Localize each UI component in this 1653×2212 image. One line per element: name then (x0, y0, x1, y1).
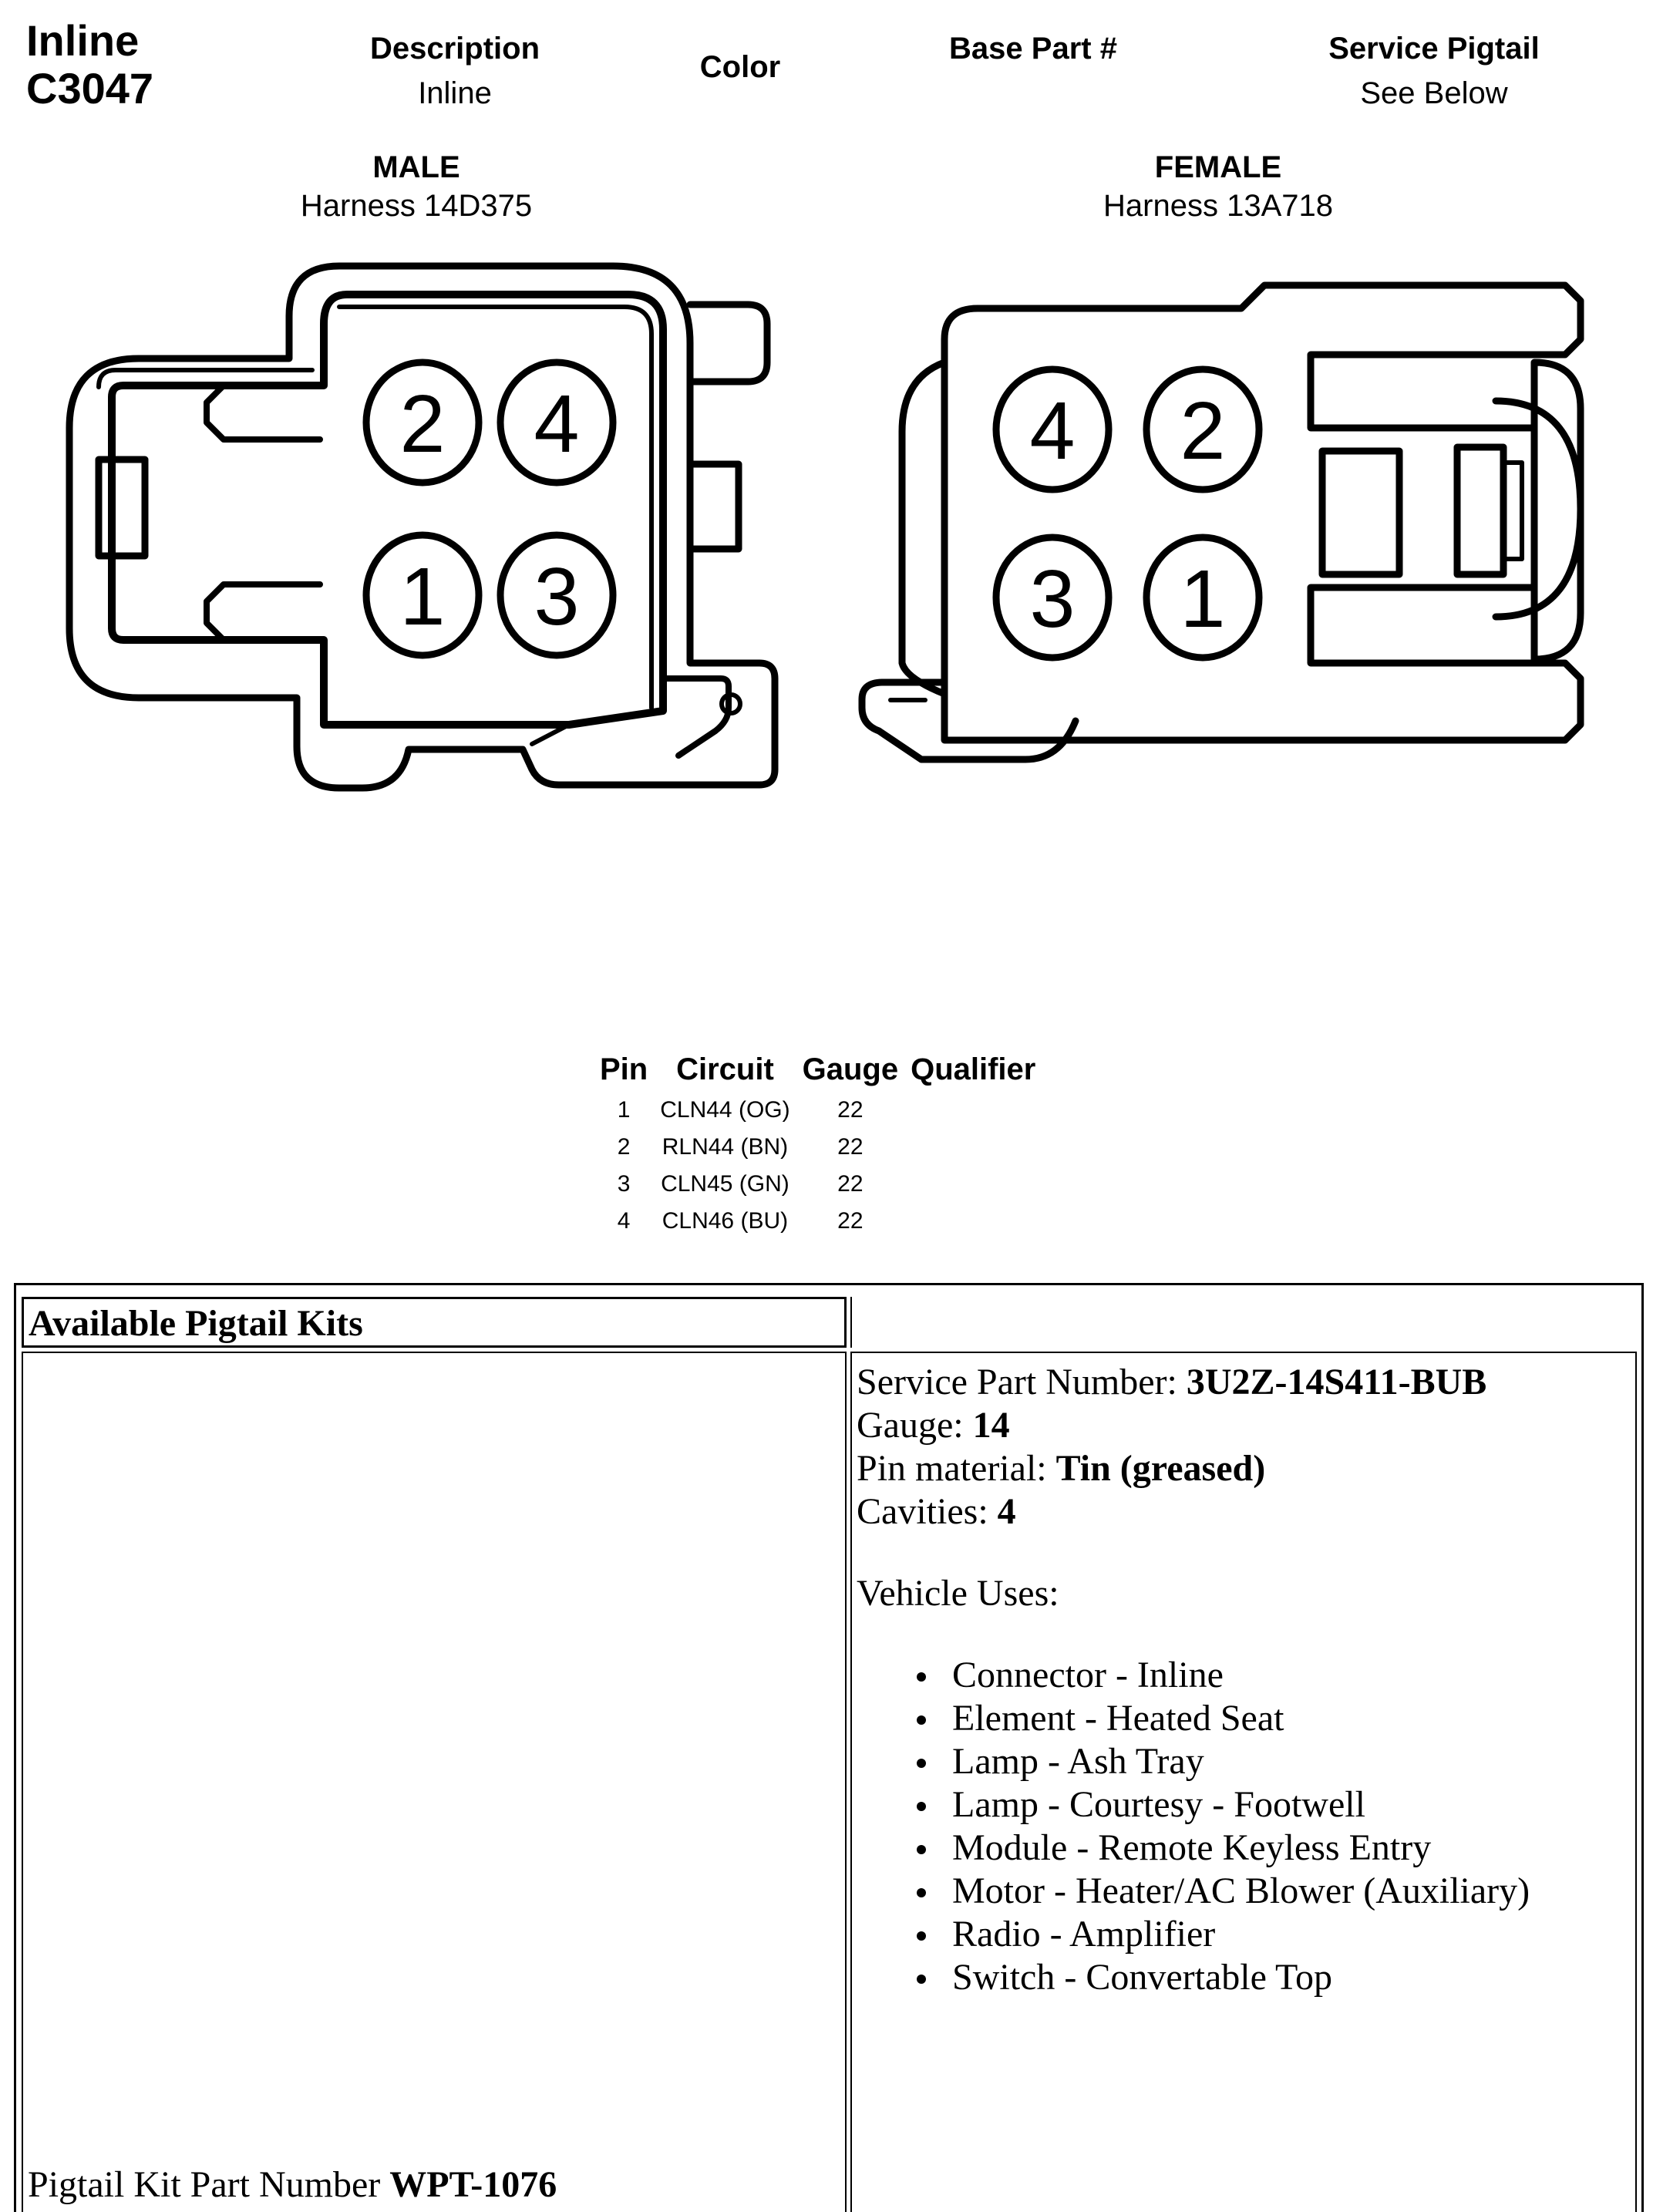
pin-material-label: Pin material: (857, 1448, 1056, 1489)
kits-title-cell: Available Pigtail Kits (22, 1297, 847, 1348)
service-part-number: Service Part Number: 3U2Z-14S411-BUB (852, 1361, 1486, 1404)
circuit-cell: RLN44 (BN) (662, 1134, 789, 1160)
table-row: 2 RLN44 (BN) 22 (594, 1129, 1042, 1166)
circuit-cell: CLN44 (OG) (660, 1097, 790, 1123)
service-pigtail-value: See Below (1360, 76, 1508, 110)
connector-drawings: 2 4 1 3 4 2 3 1 (66, 262, 1584, 792)
list-item: Connector - Inline (852, 1654, 1530, 1697)
table-row: 3 CLN45 (GN) 22 (594, 1166, 1042, 1203)
female-pin-3 (992, 534, 1113, 662)
circuit-cell: CLN46 (BU) (662, 1208, 789, 1234)
pigtail-kit-part-number: Pigtail Kit Part Number WPT-1076 (28, 2163, 557, 2206)
base-part-label: Base Part # (949, 32, 1117, 66)
male-connector-body (66, 262, 779, 792)
pigtail-kit-value: WPT-1076 (389, 2164, 557, 2205)
female-pin-cavities (992, 365, 1263, 662)
pin-cell: 2 (617, 1134, 631, 1160)
service-part-value: 3U2Z-14S411-BUB (1186, 1362, 1487, 1402)
description-column: Description Inline (339, 26, 571, 116)
cavities-label: Cavities: (857, 1491, 998, 1532)
female-connector-body (858, 281, 1584, 763)
male-pin-4 (497, 359, 617, 487)
male-pin-label: 2 (400, 379, 446, 470)
connector-id: Inline C3047 (26, 17, 153, 113)
male-pin-cavities (362, 359, 617, 659)
circuit-cell: CLN45 (GN) (661, 1171, 789, 1197)
pin-cell: 3 (617, 1171, 631, 1197)
service-pigtail-column: Service Pigtail See Below (1280, 26, 1588, 116)
female-heading: FEMALE Harness 13A718 (1064, 148, 1372, 225)
qualifier-cell (904, 1203, 1042, 1240)
kit-details-cell: Service Part Number: 3U2Z-14S411-BUB Gau… (850, 1352, 1637, 2212)
female-pin-label: 3 (1030, 554, 1076, 645)
list-item: Lamp - Ash Tray (852, 1740, 1530, 1783)
vehicle-uses-list: Connector - Inline Element - Heated Seat… (852, 1654, 1530, 1999)
description-value: Inline (418, 76, 492, 110)
female-pin-label: 2 (1180, 386, 1226, 476)
gauge-cell: 22 (837, 1171, 864, 1197)
female-pin-label: 1 (1180, 554, 1226, 645)
female-title: FEMALE (1154, 150, 1282, 184)
list-item: Motor - Heater/AC Blower (Auxiliary) (852, 1870, 1530, 1913)
qualifier-cell (904, 1129, 1042, 1166)
male-harness: Harness 14D375 (300, 189, 533, 223)
female-pin-4 (992, 365, 1113, 493)
pin-material-value: Tin (greased) (1055, 1448, 1266, 1489)
header-gauge: Gauge (802, 1052, 899, 1086)
gauge-value: 14 (972, 1405, 1010, 1446)
female-pin-1 (1143, 534, 1263, 662)
pin-material-spec: Pin material: Tin (greased) (852, 1447, 1486, 1490)
pin-circuit-table: Pin Circuit Gauge Qualifier 1 CLN44 (OG)… (594, 1047, 1042, 1240)
male-pin-label: 4 (534, 379, 580, 470)
pigtail-kit-label: Pigtail Kit Part Number (28, 2164, 390, 2205)
male-pin-label: 1 (400, 551, 446, 642)
list-item: Lamp - Courtesy - Footwell (852, 1783, 1530, 1826)
service-pigtail-label: Service Pigtail (1328, 32, 1540, 66)
gauge-cell: 22 (837, 1097, 864, 1123)
service-part-label: Service Part Number: (857, 1362, 1187, 1402)
header-qualifier: Qualifier (911, 1052, 1036, 1086)
male-pin-2 (362, 359, 483, 487)
table-row: 1 CLN44 (OG) 22 (594, 1092, 1042, 1129)
list-item: Element - Heated Seat (852, 1697, 1530, 1740)
header-pin: Pin (600, 1052, 648, 1086)
cavities-spec: Cavities: 4 (852, 1490, 1486, 1534)
gauge-label: Gauge: (857, 1405, 973, 1446)
qualifier-cell (904, 1092, 1042, 1129)
male-heading: MALE Harness 14D375 (262, 148, 571, 225)
cavities-value: 4 (997, 1491, 1016, 1532)
pin-cell: 4 (617, 1208, 631, 1234)
gauge-cell: 22 (837, 1134, 864, 1160)
color-label: Color (699, 50, 781, 84)
connector-number: C3047 (26, 64, 154, 113)
female-pin-2 (1143, 365, 1263, 493)
list-item: Module - Remote Keyless Entry (852, 1826, 1530, 1870)
table-row: 4 CLN46 (BU) 22 (594, 1203, 1042, 1240)
male-pin-label: 3 (534, 551, 580, 642)
pin-cell: 1 (617, 1097, 631, 1123)
male-pin-3 (497, 531, 617, 659)
kit-specs: Service Part Number: 3U2Z-14S411-BUB Gau… (852, 1361, 1486, 1534)
gauge-cell: 22 (837, 1208, 864, 1234)
kit-image-cell: Pigtail Kit Part Number WPT-1076 (22, 1352, 847, 2212)
qualifier-cell (904, 1166, 1042, 1203)
pin-table-header: Pin Circuit Gauge Qualifier (594, 1047, 1042, 1092)
male-title: MALE (372, 150, 460, 184)
female-pin-label: 4 (1030, 386, 1076, 476)
header-circuit: Circuit (676, 1052, 774, 1086)
pigtail-kits-table (14, 1283, 1644, 2212)
description-label: Description (369, 32, 540, 66)
list-item: Radio - Amplifier (852, 1913, 1530, 1956)
kits-header-empty-cell (850, 1297, 1637, 1348)
gauge-spec: Gauge: 14 (852, 1404, 1486, 1447)
male-pin-1 (362, 531, 483, 659)
vehicle-uses-label: Vehicle Uses: (857, 1573, 1059, 1614)
female-harness: Harness 13A718 (1103, 189, 1333, 223)
list-item: Switch - Convertable Top (852, 1956, 1530, 1999)
connector-type: Inline (26, 16, 140, 65)
kits-title: Available Pigtail Kits (29, 1303, 363, 1344)
